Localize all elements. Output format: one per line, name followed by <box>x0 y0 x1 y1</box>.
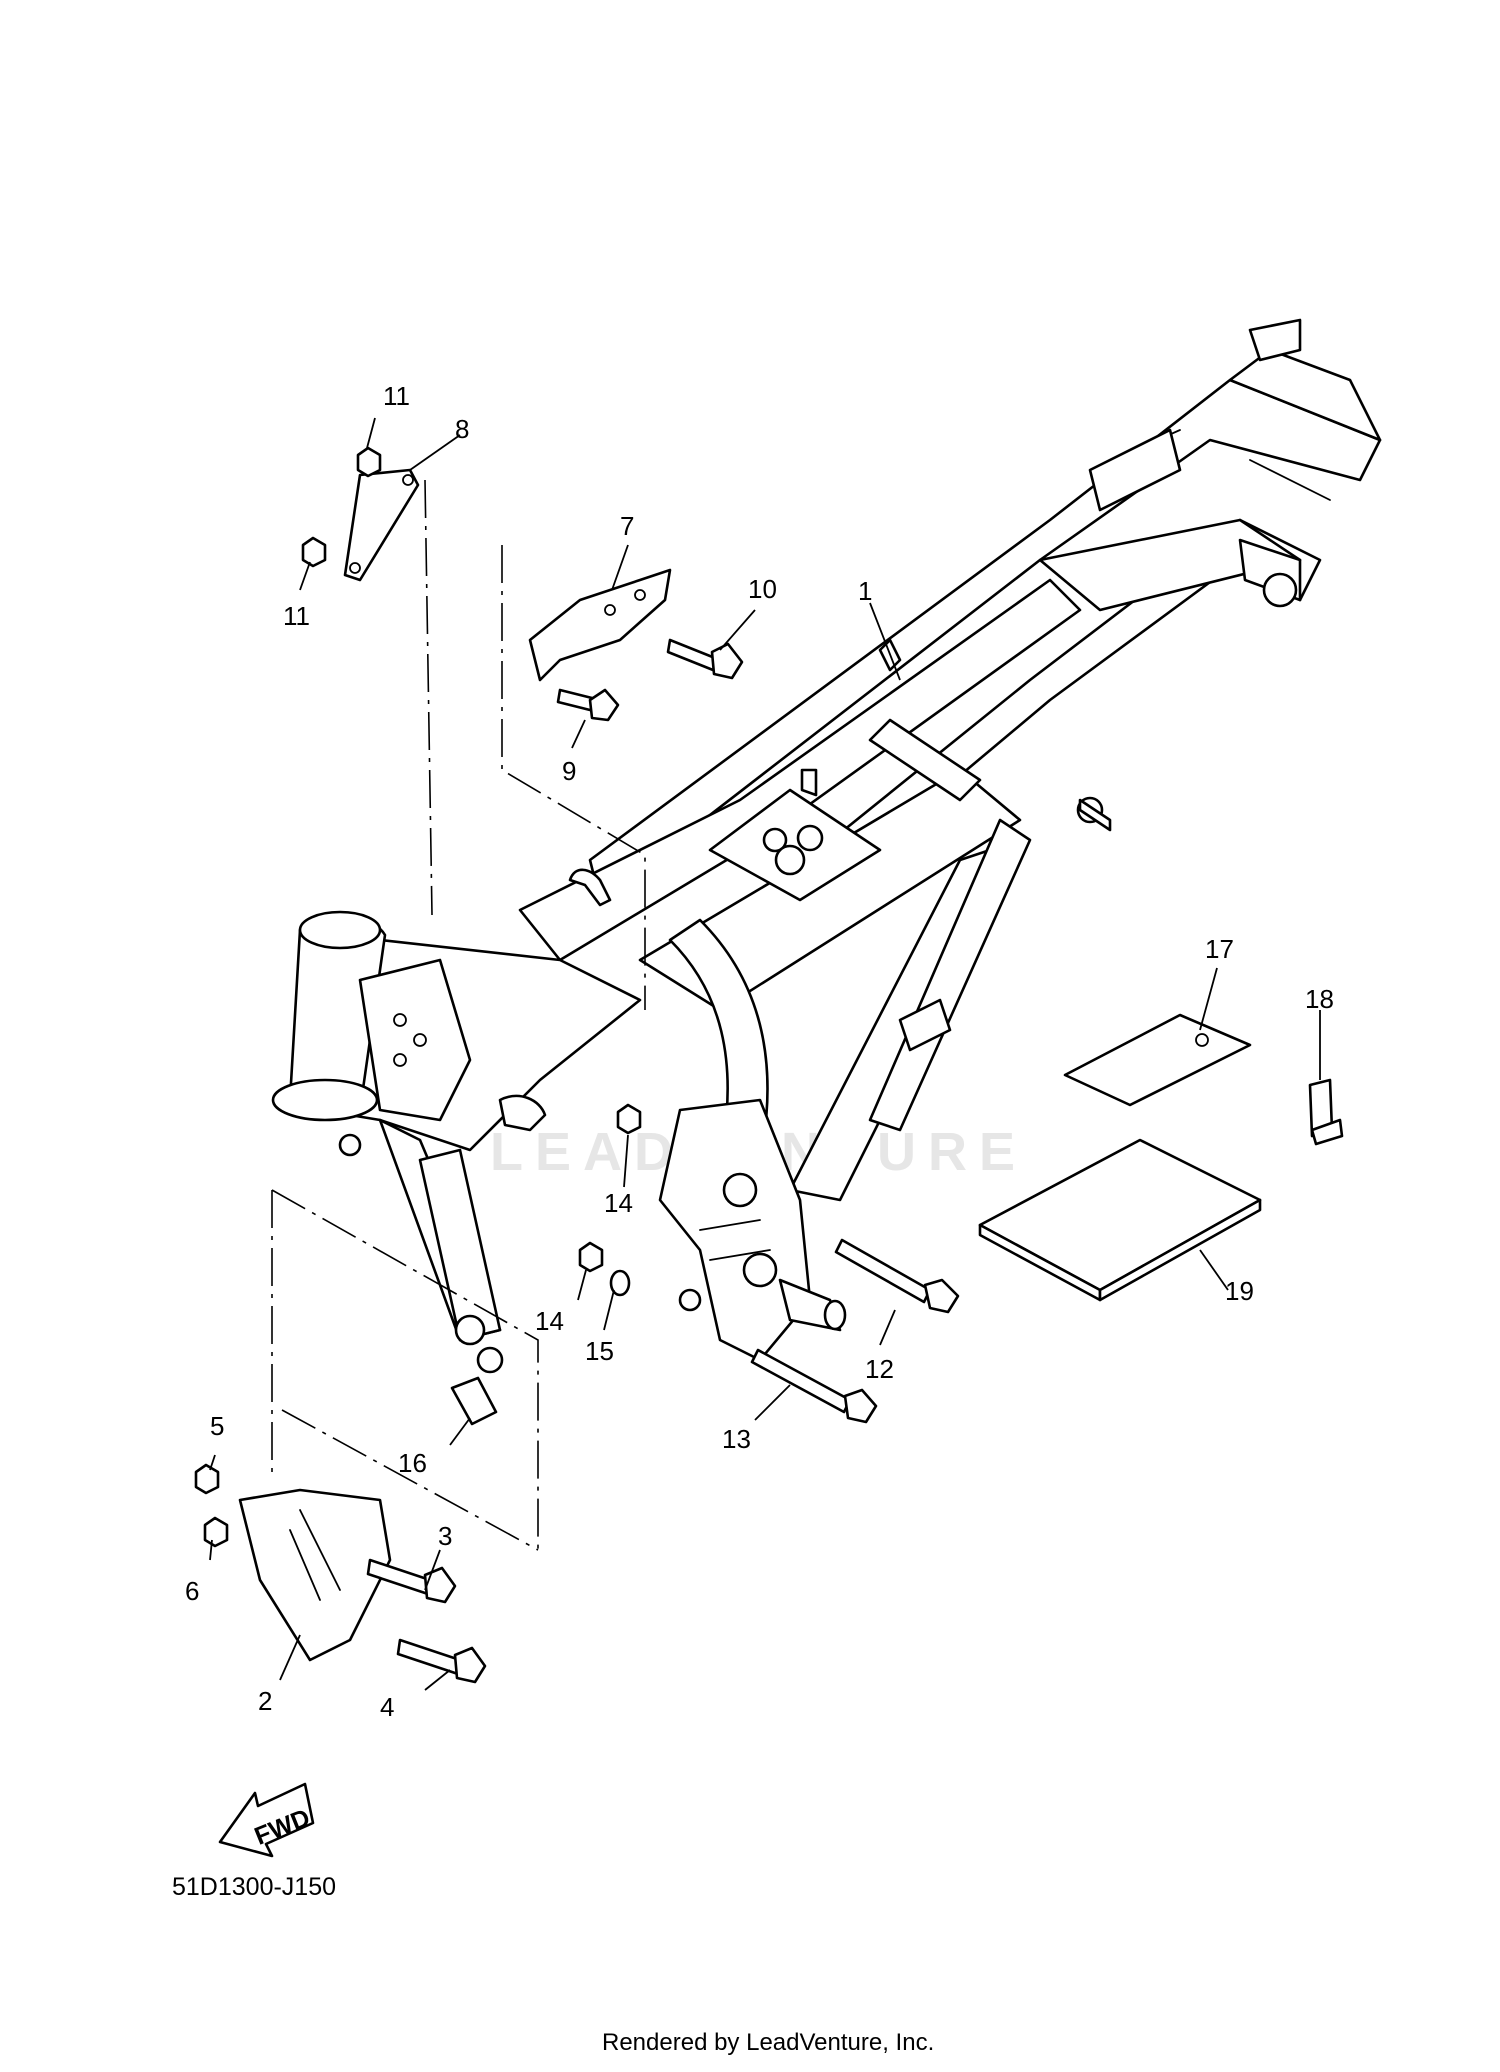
leader-lines <box>209 417 1321 1691</box>
label-17 <box>1063 1013 1252 1107</box>
callout-5: 5 <box>210 1411 224 1441</box>
callout-18: 18 <box>1305 984 1334 1014</box>
callouts: 1 2 3 4 5 6 7 8 9 10 11 11 12 13 14 14 1… <box>185 381 1334 1722</box>
render-credit: Rendered by LeadVenture, Inc. <box>602 2029 934 2056</box>
fwd-arrow: FWD <box>218 1782 315 1858</box>
callout-13: 13 <box>722 1424 751 1454</box>
callout-11-bottom: 11 <box>283 601 310 631</box>
clip-18 <box>1308 1078 1344 1146</box>
callout-16: 16 <box>398 1448 427 1478</box>
bracket-7 <box>528 568 744 722</box>
assembly-lines <box>271 479 646 1551</box>
main-frame <box>271 318 1382 1374</box>
callout-17: 17 <box>1205 934 1234 964</box>
callout-6: 6 <box>185 1576 199 1606</box>
callout-1: 1 <box>858 576 872 606</box>
callout-14-upper: 14 <box>604 1188 633 1218</box>
callout-14-lower: 14 <box>535 1306 564 1336</box>
plate-8 <box>301 446 420 582</box>
callout-8: 8 <box>455 414 469 444</box>
bracket-2 <box>194 1463 487 1684</box>
callout-19: 19 <box>1225 1276 1254 1306</box>
callout-7: 7 <box>620 511 634 541</box>
diagram-code: 51D1300-J150 <box>172 1873 336 1901</box>
callout-11-top: 11 <box>383 381 410 411</box>
callout-2: 2 <box>258 1686 272 1716</box>
callout-12: 12 <box>865 1354 894 1384</box>
mount-bolts <box>578 1103 960 1424</box>
callout-10: 10 <box>748 574 777 604</box>
callout-3: 3 <box>438 1521 452 1551</box>
callout-9: 9 <box>562 756 576 786</box>
sleeve-16 <box>450 1376 498 1426</box>
callout-15: 15 <box>585 1336 614 1366</box>
callout-4: 4 <box>380 1692 394 1722</box>
manual-19 <box>978 1138 1262 1302</box>
